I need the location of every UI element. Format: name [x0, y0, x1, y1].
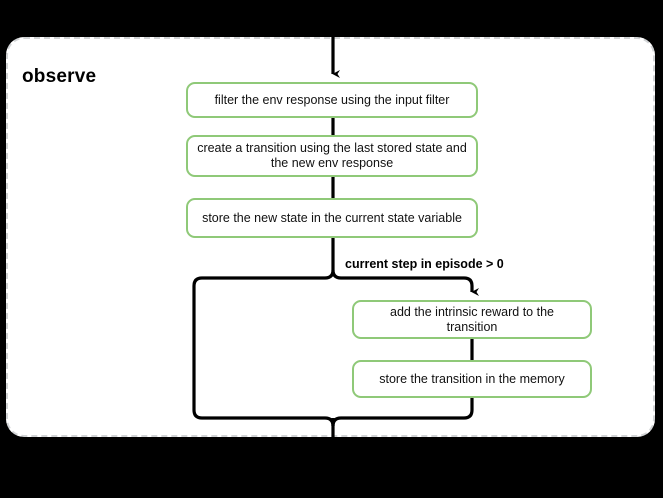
node-filter-env-response[interactable]: filter the env response using the input … [186, 82, 478, 118]
node-store-new-state[interactable]: store the new state in the current state… [186, 198, 478, 238]
observe-title: observe [22, 66, 97, 87]
node-create-transition[interactable]: create a transition using the last store… [186, 135, 478, 177]
node-store-transition-memory[interactable]: store the transition in the memory [352, 360, 592, 398]
node-add-intrinsic-reward[interactable]: add the intrinsic reward to the transiti… [352, 300, 592, 339]
condition-label: current step in episode > 0 [345, 257, 504, 271]
